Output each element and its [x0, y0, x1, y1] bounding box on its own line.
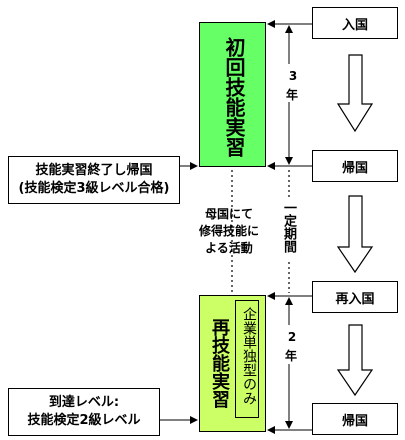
- reentry-label: 再入国: [335, 291, 375, 307]
- return-home-box-2: 帰国: [312, 403, 398, 435]
- entry-label: 入国: [341, 17, 368, 33]
- first-training-label: 初回技能実習: [222, 37, 246, 157]
- first-duration-number: 3: [288, 69, 298, 83]
- training-end-line2: (技能検定3級レベル合格): [18, 181, 170, 196]
- training-end-line1: 技能実習終了し帰国: [35, 163, 153, 178]
- home-activity-line2: 修得技能に: [198, 224, 259, 238]
- first-duration-unit: 年: [285, 88, 298, 102]
- home-activity-line3: よる活動: [205, 241, 253, 255]
- target-level-note: 到達レベル: 技能検定2級レベル: [8, 388, 160, 436]
- flow-arrow-3: [336, 324, 374, 397]
- training-end-note: 技能実習終了し帰国 (技能検定3級レベル合格): [8, 156, 180, 204]
- return-home-label-1: 帰国: [341, 160, 368, 176]
- flow-arrow-1: [336, 54, 374, 133]
- second-training-block: 再技能実習 企業単独型のみ: [199, 295, 266, 432]
- flow-arrow-2: [336, 195, 374, 274]
- second-duration-unit: 年: [284, 349, 297, 363]
- reentry-box: 再入国: [312, 281, 398, 313]
- home-activity-text: 母国にて 修得技能に よる活動: [190, 206, 268, 257]
- company-only-box: 企業単独型のみ: [235, 300, 259, 418]
- entry-box: 入国: [312, 7, 398, 39]
- target-level-line2: 技能検定2級レベル: [27, 413, 141, 428]
- second-duration-number: 2: [287, 330, 297, 344]
- fixed-period-label: 一定期間: [281, 201, 296, 253]
- second-training-label: 再技能実習: [209, 318, 230, 408]
- first-training-block: 初回技能実習: [199, 22, 266, 167]
- return-home-box-1: 帰国: [312, 150, 398, 182]
- return-home-label-2: 帰国: [341, 413, 368, 429]
- home-activity-line1: 母国にて: [204, 207, 253, 221]
- company-only-label: 企業単独型のみ: [241, 307, 257, 405]
- target-level-line1: 到達レベル:: [48, 395, 120, 410]
